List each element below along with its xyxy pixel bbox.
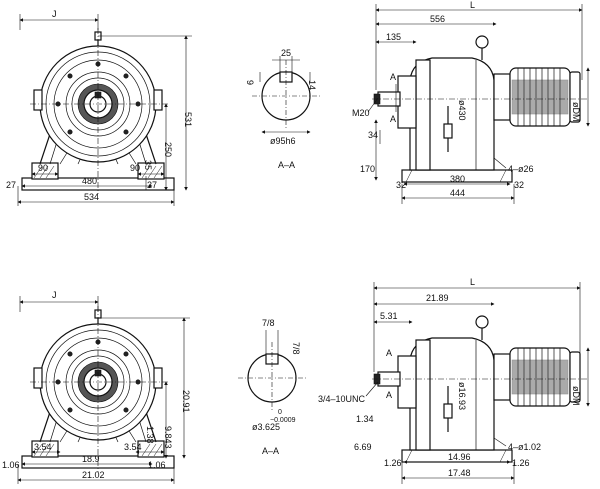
dim-shaft-95: ø95h6 [270,136,296,146]
section-mark-a-top: A [390,72,396,82]
dim-35: 35 [143,160,153,170]
dim-34: 34 [368,130,378,140]
dim-90-left: 90 [38,163,48,173]
imperial-side-view: L 21.89 5.31 A A 3/4–10UNC ø16.93 øDM 1.… [318,277,590,484]
dim-9-843: 9.843 [163,426,173,449]
section-mark-a-top-imperial: A [386,348,392,358]
tolerance-lower: −0.0009 [270,417,296,424]
dim-18-9: 18.9 [82,454,100,464]
dim-shaft-3-625: ø3.625 [252,422,280,432]
dim-dm-imperial: øDM [571,386,581,406]
dim-3-4-10unc: 3/4–10UNC [318,394,366,404]
dim-l-imperial: L [470,277,475,287]
imperial-front-view: J 20.91 9.843 1.38 3.54 3.54 18.9 1.06 1… [2,290,191,484]
dim-1-26-left: 1.26 [384,458,402,468]
dim-m20: M20 [352,108,370,118]
dim-534: 534 [84,192,99,202]
dim-1-38: 1.38 [145,426,155,444]
dim-27-right: 27 [147,180,157,190]
dim-27-left: 27 [6,180,16,190]
dim-holes-1-02: 4–ø1.02 [508,442,541,452]
dim-9: 9 [245,80,255,85]
dim-20-91: 20.91 [181,390,191,413]
dim-7-8-side: 7/8 [291,342,301,355]
section-mark-a-bottom: A [390,114,396,124]
dim-1-06-right: 1.06 [148,460,166,470]
dim-6-69: 6.69 [354,442,372,452]
dim-j: J [52,9,57,19]
dim-380: 380 [450,174,465,184]
dim-5-31: 5.31 [380,311,398,321]
metric-side-view: L 556 135 A A M20 ø430 øDM 34 170 4–ø26 … [352,0,590,204]
imperial-section-view: 7/8 7/8 0 −0.0009 ø3.625 A–A [238,318,308,456]
dim-32-right: 32 [514,180,524,190]
dim-l: L [470,0,475,10]
tolerance-upper: 0 [278,409,282,416]
dim-444: 444 [450,188,465,198]
dim-250: 250 [163,142,173,157]
dim-d430: ø430 [457,100,467,121]
dim-14-96: 14.96 [448,452,471,462]
dim-17-48: 17.48 [448,468,471,478]
metric-section-view: 25 14 9 ø95h6 A–A [245,48,322,170]
section-label-a-a-imperial: A–A [262,446,279,456]
dim-480: 480 [82,176,97,186]
dim-1-06-left: 1.06 [2,460,20,470]
dim-dm: øDM [571,102,581,122]
section-label-a-a: A–A [278,160,295,170]
dim-90-right: 90 [130,163,140,173]
dim-556: 556 [430,14,445,24]
dim-holes-26: 4–ø26 [508,164,534,174]
metric-front-view: J 531 250 35 90 90 480 27 27 534 [6,9,193,206]
dim-d16-93: ø16.93 [457,382,467,410]
section-mark-a-bottom-imperial: A [386,390,392,400]
dim-21-02: 21.02 [82,470,105,480]
dim-j-imperial: J [52,290,57,300]
dim-32-left: 32 [396,180,406,190]
dim-531: 531 [183,112,193,127]
dim-170: 170 [360,164,375,174]
dim-3-54-right: 3.54 [124,442,142,452]
dim-1-34: 1.34 [356,414,374,424]
dim-7-8-top: 7/8 [262,318,275,328]
dim-3-54-left: 3.54 [34,442,52,452]
dim-1-26-right: 1.26 [512,458,530,468]
dim-21-89: 21.89 [426,293,449,303]
dim-14: 14 [307,80,317,90]
dim-135: 135 [386,32,401,42]
dim-25: 25 [281,48,291,58]
